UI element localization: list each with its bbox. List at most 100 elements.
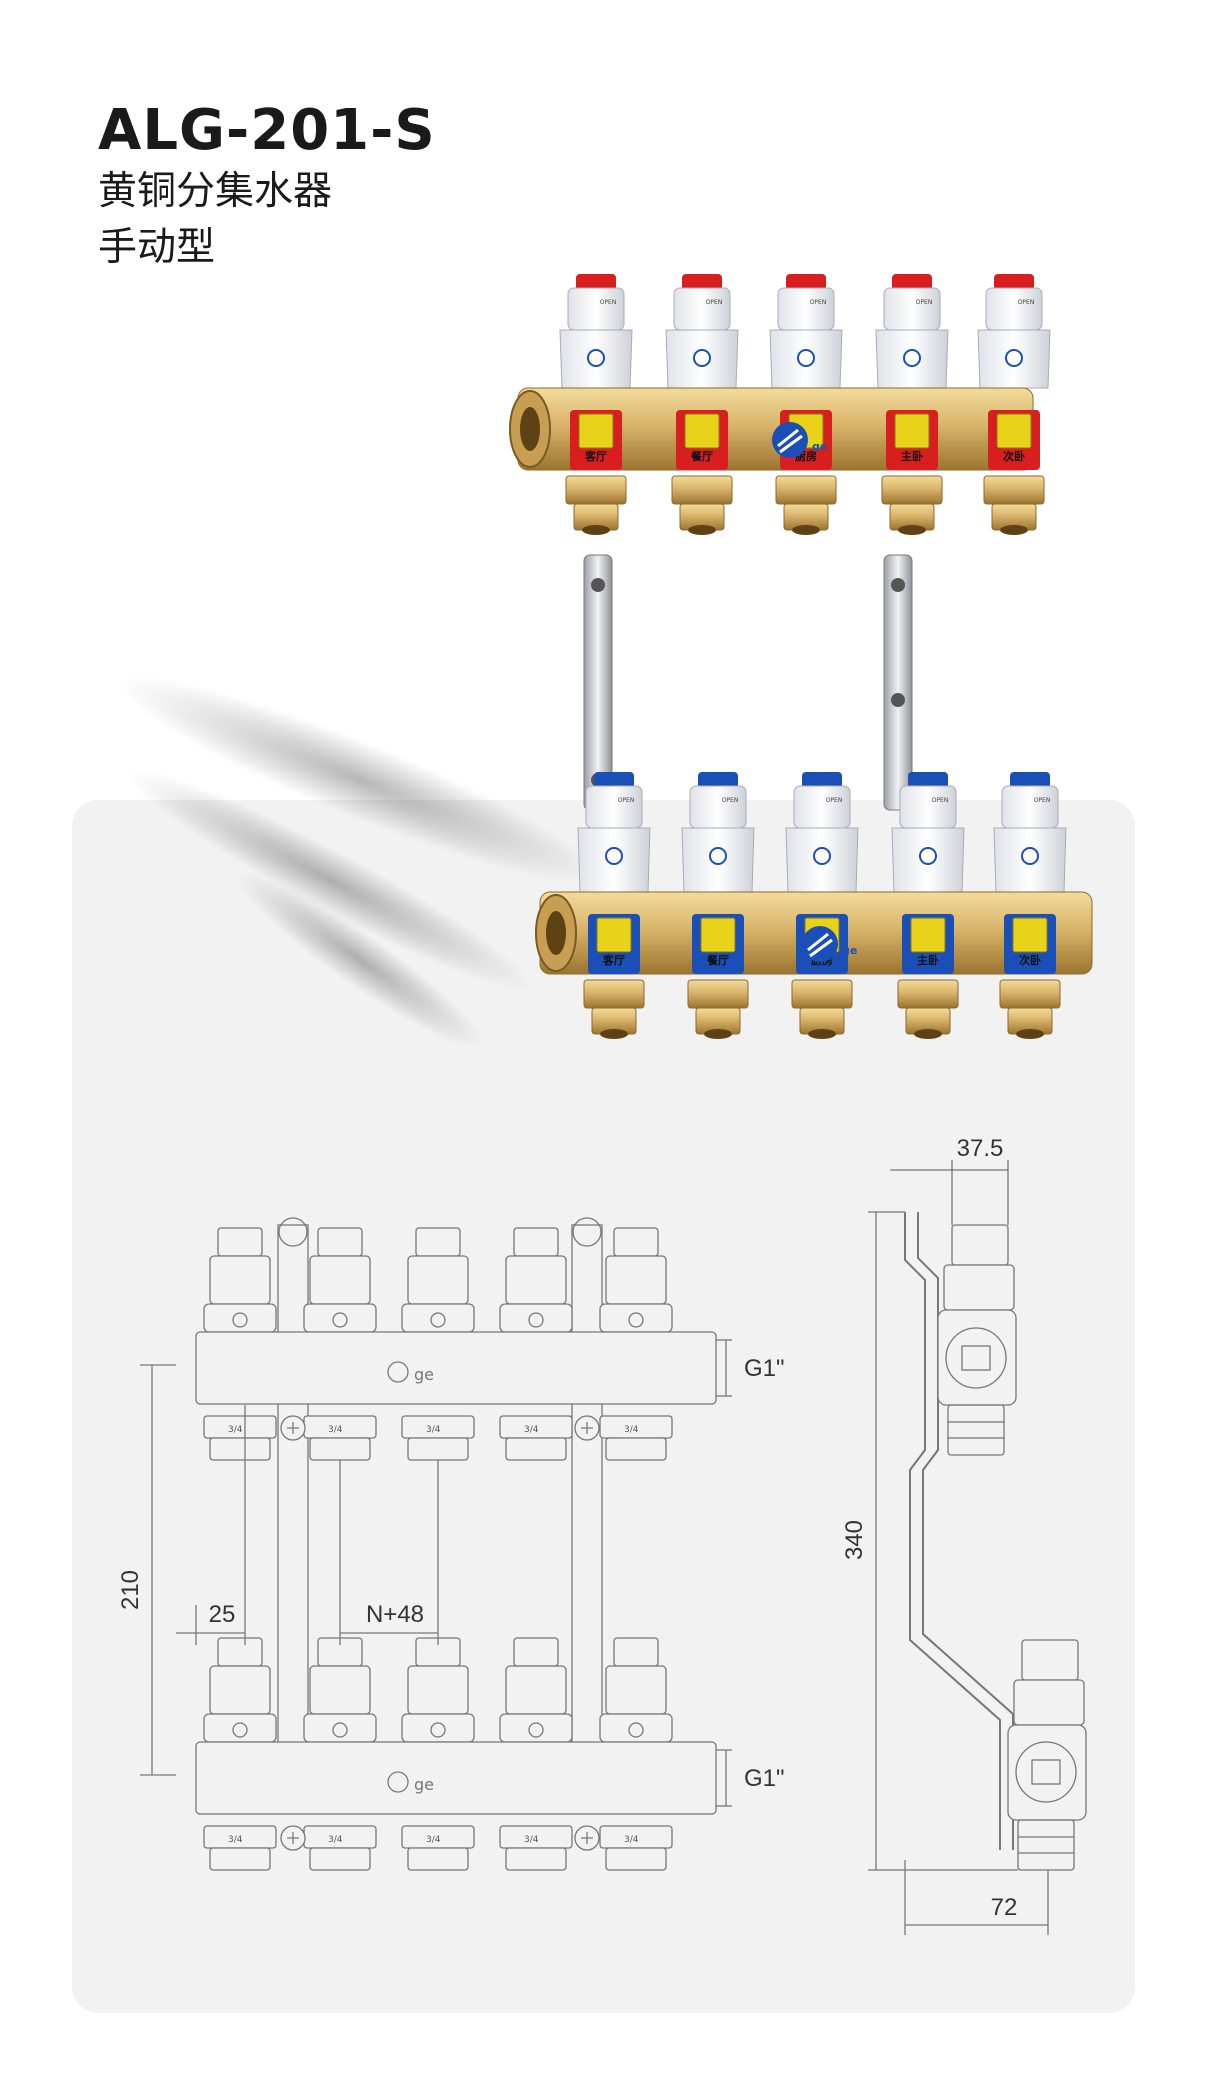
return-outlet-fitting <box>999 979 1061 1039</box>
supply-valve-cap: OPEN <box>875 274 949 389</box>
return-room-tag: 餐厅 <box>692 914 744 974</box>
return-room-label: 客厅 <box>602 953 625 967</box>
mounting-bracket-left <box>583 554 613 811</box>
return-brand-text: ge <box>842 944 857 957</box>
drawing-brand-text: ge <box>414 1365 434 1384</box>
supply-valve-logo-icon <box>903 349 921 367</box>
drawing-valve-unit: 3/4 <box>599 1637 673 1871</box>
supply-room-label: 主卧 <box>901 449 923 463</box>
drawing-fitting-label: 3/4 <box>228 1425 243 1435</box>
dim-label-edge: 25 <box>209 1601 236 1628</box>
dim-width-top <box>890 1160 1009 1225</box>
return-room-label: 次卧 <box>1019 953 1041 967</box>
supply-valve-logo-icon <box>1005 349 1023 367</box>
dim-label-height: 210 <box>117 1570 144 1610</box>
supply-valve-cap: OPEN <box>559 274 633 389</box>
product-shadow <box>118 676 602 1049</box>
supply-valve-cap: OPEN <box>665 274 739 389</box>
return-brand-logo: ge <box>802 926 857 962</box>
drawing-valve-unit: 3/4 <box>401 1227 475 1461</box>
return-valve-cap: OPEN <box>993 772 1067 893</box>
supply-valve-logo-icon <box>797 349 815 367</box>
return-room-label: 餐厅 <box>706 953 729 967</box>
product-name: 黄铜分集水器 <box>98 169 333 214</box>
drawing-fitting-label: 3/4 <box>426 1835 441 1845</box>
drawing-valve-unit: 3/4 <box>401 1637 475 1871</box>
drawing-fitting-label: 3/4 <box>524 1425 539 1435</box>
dim-label-pitch: N+48 <box>366 1601 424 1628</box>
supply-valve-cap: OPEN <box>977 274 1051 389</box>
dim-height-340 <box>868 1211 1018 1871</box>
supply-room-label: 餐厅 <box>690 449 713 463</box>
dim-label-thread-bottom: G1" <box>744 1765 785 1792</box>
supply-valve-cap: OPEN <box>769 274 843 389</box>
drawing-fitting-label: 3/4 <box>426 1425 441 1435</box>
supply-outlet-fitting <box>671 475 733 535</box>
supply-open-text: OPEN <box>916 299 933 306</box>
return-outlet-fitting <box>583 979 645 1039</box>
drawing-fitting-label: 3/4 <box>228 1835 243 1845</box>
drawing-brand-text: ge <box>414 1775 434 1794</box>
supply-outlet-fitting <box>983 475 1045 535</box>
drawing-fitting-label: 3/4 <box>328 1835 343 1845</box>
dim-edge-25 <box>176 1405 246 1645</box>
dim-label-side-height: 340 <box>841 1520 868 1560</box>
drawing-valve-unit: 3/4 <box>499 1637 573 1871</box>
return-room-label: 主卧 <box>917 953 939 967</box>
drawing-fitting-label: 3/4 <box>624 1835 639 1845</box>
return-open-text: OPEN <box>932 797 949 804</box>
drawing-fitting-label: 3/4 <box>624 1425 639 1435</box>
supply-outlet-fitting <box>565 475 627 535</box>
supply-valve-logo-icon <box>693 349 711 367</box>
supply-room-tag: 次卧 <box>988 410 1040 470</box>
side-view-drawing <box>868 1160 1087 1935</box>
product-variant: 手动型 <box>98 225 216 270</box>
supply-open-text: OPEN <box>810 299 827 306</box>
supply-outlet-fitting <box>775 475 837 535</box>
product-model: ALG-201-S <box>98 98 436 163</box>
dim-width-bottom <box>904 1860 1049 1935</box>
supply-valve-logo-icon <box>587 349 605 367</box>
dim-label-thread-top: G1" <box>744 1355 785 1382</box>
title-block: ALG-201-S 黄铜分集水器 手动型 <box>98 98 436 276</box>
return-valve-cap: OPEN <box>681 772 755 893</box>
drawing-valve-unit: 3/4 <box>303 1637 377 1871</box>
drawing-valve-unit: 3/4 <box>203 1637 277 1871</box>
supply-open-text: OPEN <box>706 299 723 306</box>
supply-brand-logo: ge <box>772 422 827 458</box>
dim-pitch-n48 <box>339 1460 439 1645</box>
return-valve-logo-icon <box>1021 847 1039 865</box>
return-open-text: OPEN <box>618 797 635 804</box>
return-room-tag: 次卧 <box>1004 914 1056 974</box>
supply-room-label: 客厅 <box>584 449 607 463</box>
supply-open-text: OPEN <box>600 299 617 306</box>
return-valve-logo-icon <box>605 847 623 865</box>
drawing-brand-logo: ge <box>387 1771 434 1794</box>
return-valve-cap: OPEN <box>891 772 965 893</box>
supply-room-tag: 客厅 <box>570 410 622 470</box>
drawing-valve-unit: 3/4 <box>203 1227 277 1461</box>
drawing-fitting-label: 3/4 <box>328 1425 343 1435</box>
front-view-drawing: 3/4 3/4 3/4 3/4 3/4 3/4 3/4 3/4 3/4 3/4 <box>140 1217 732 1871</box>
dim-label-width-bottom: 72 <box>991 1894 1018 1921</box>
return-open-text: OPEN <box>826 797 843 804</box>
drawing-fitting-label: 3/4 <box>524 1835 539 1845</box>
supply-room-label: 次卧 <box>1003 449 1025 463</box>
return-valve-logo-icon <box>813 847 831 865</box>
return-valve-logo-icon <box>919 847 937 865</box>
return-valve-cap: OPEN <box>785 772 859 893</box>
drawing-brand-logo: ge <box>387 1361 434 1384</box>
dim-height-210 <box>140 1364 176 1776</box>
return-outlet-fitting <box>897 979 959 1039</box>
supply-room-tag: 主卧 <box>886 410 938 470</box>
return-room-tag: 主卧 <box>902 914 954 974</box>
return-open-text: OPEN <box>1034 797 1051 804</box>
dim-thread-top <box>716 1339 732 1397</box>
supply-room-tag: 餐厅 <box>676 410 728 470</box>
return-valve-logo-icon <box>709 847 727 865</box>
mounting-bracket-right <box>883 554 913 811</box>
